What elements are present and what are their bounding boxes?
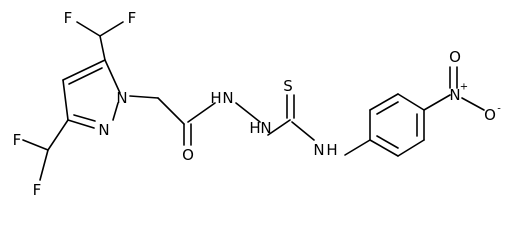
atom-fluorine: F	[128, 9, 137, 27]
atom-oxygen-nitro: O	[484, 106, 496, 124]
atom-labels: F F F F N N O H N H N S N H N + O O -	[13, 9, 502, 199]
bond	[99, 35, 106, 61]
bond	[187, 102, 216, 123]
bond	[376, 101, 399, 115]
atom-nitrogen-amide: N	[313, 141, 324, 159]
bond	[376, 135, 399, 149]
atom-nitrogen-ring: N	[116, 89, 127, 107]
atom-nitrogen-hydrazide: N	[222, 89, 233, 107]
bond	[235, 102, 261, 123]
bond	[73, 114, 96, 122]
bond	[99, 21, 124, 37]
atom-oxygen-nitro: O	[449, 48, 461, 66]
bond	[104, 59, 121, 94]
atom-nitrogen-nitro: N	[449, 86, 460, 104]
bond	[157, 97, 185, 125]
atom-oxygen-carbonyl: O	[182, 146, 194, 164]
bond	[344, 139, 371, 156]
atom-fluorine: F	[33, 181, 42, 199]
bond	[397, 93, 425, 111]
bond	[112, 102, 119, 121]
bond	[76, 21, 101, 37]
bond	[397, 139, 425, 157]
bond	[129, 95, 159, 99]
atom-nitrogen-hydrazide: N	[260, 119, 271, 137]
atom-fluorine: F	[13, 131, 22, 149]
bond	[62, 59, 106, 81]
bond	[461, 97, 485, 111]
bond	[291, 121, 315, 141]
charge-negative: -	[497, 104, 501, 115]
molecule-canvas: F F F F N N O H N H N S N H N + O O -	[13, 9, 502, 199]
bonds	[22, 21, 485, 181]
bond	[423, 94, 451, 111]
bond	[22, 139, 49, 151]
bond	[369, 139, 399, 157]
atom-hydrogen: H	[210, 89, 221, 107]
bond	[68, 67, 103, 85]
bond	[62, 79, 69, 121]
charge-positive: +	[460, 82, 468, 93]
atom-sulfur: S	[283, 77, 293, 95]
bond	[67, 119, 95, 129]
atom-fluorine: F	[64, 9, 73, 27]
atom-hydrogen: H	[249, 119, 260, 137]
chemical-structure: F F F F N N O H N H N S N H N + O O -	[13, 9, 502, 199]
atom-hydrogen: H	[326, 141, 337, 159]
atom-nitrogen-ring: N	[98, 121, 109, 139]
bond	[47, 119, 69, 151]
bond	[369, 93, 399, 111]
bond	[39, 149, 49, 181]
bond	[267, 119, 291, 136]
